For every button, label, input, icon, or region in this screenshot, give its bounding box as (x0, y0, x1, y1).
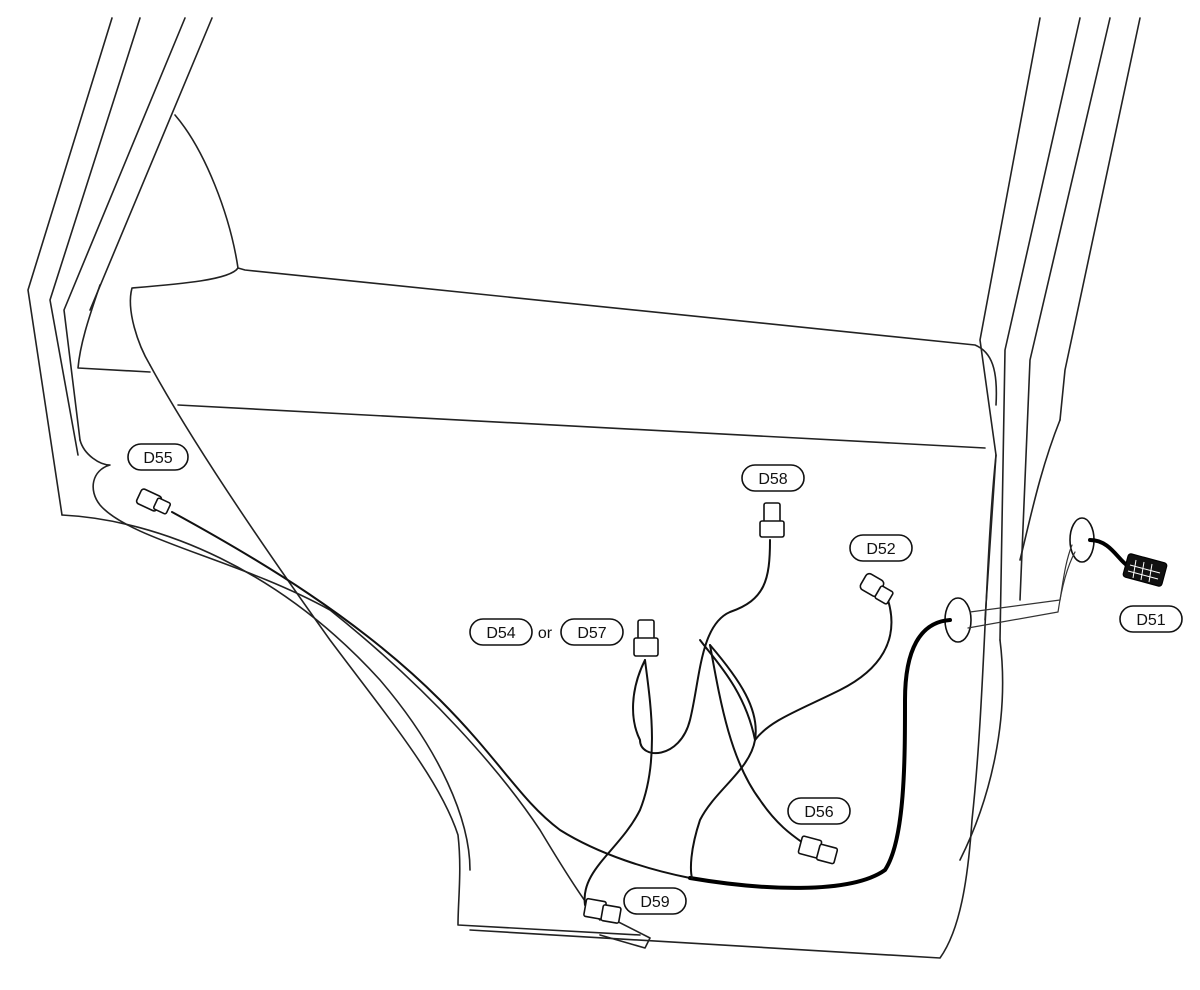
svg-text:D59: D59 (640, 894, 669, 911)
svg-text:D54: D54 (486, 625, 515, 642)
label-d55: D55 (127, 443, 189, 471)
connector-d58 (759, 502, 785, 538)
connector-d56 (797, 835, 839, 865)
label-d54: D54 (469, 618, 533, 646)
door-outline (27, 17, 1141, 959)
svg-text:D55: D55 (143, 450, 172, 467)
connector-d55 (135, 488, 172, 515)
connector-d54-d57 (633, 619, 659, 657)
wiring-harness (171, 511, 1130, 906)
label-d56: D56 (787, 797, 851, 825)
svg-text:D56: D56 (804, 804, 833, 821)
svg-text:D51: D51 (1136, 612, 1165, 629)
label-d59: D59 (623, 887, 687, 915)
connector-d52 (859, 572, 894, 605)
door-grommet (944, 517, 1095, 643)
connector-d51 (1122, 553, 1168, 587)
svg-text:D58: D58 (758, 471, 787, 488)
label-or: or (538, 625, 553, 642)
connector-d59 (583, 897, 622, 924)
label-d58: D58 (741, 464, 805, 492)
svg-text:D52: D52 (866, 541, 895, 558)
label-d51: D51 (1119, 605, 1183, 633)
label-d52: D52 (849, 534, 913, 562)
svg-text:D57: D57 (577, 625, 606, 642)
label-d57: D57 (560, 618, 624, 646)
